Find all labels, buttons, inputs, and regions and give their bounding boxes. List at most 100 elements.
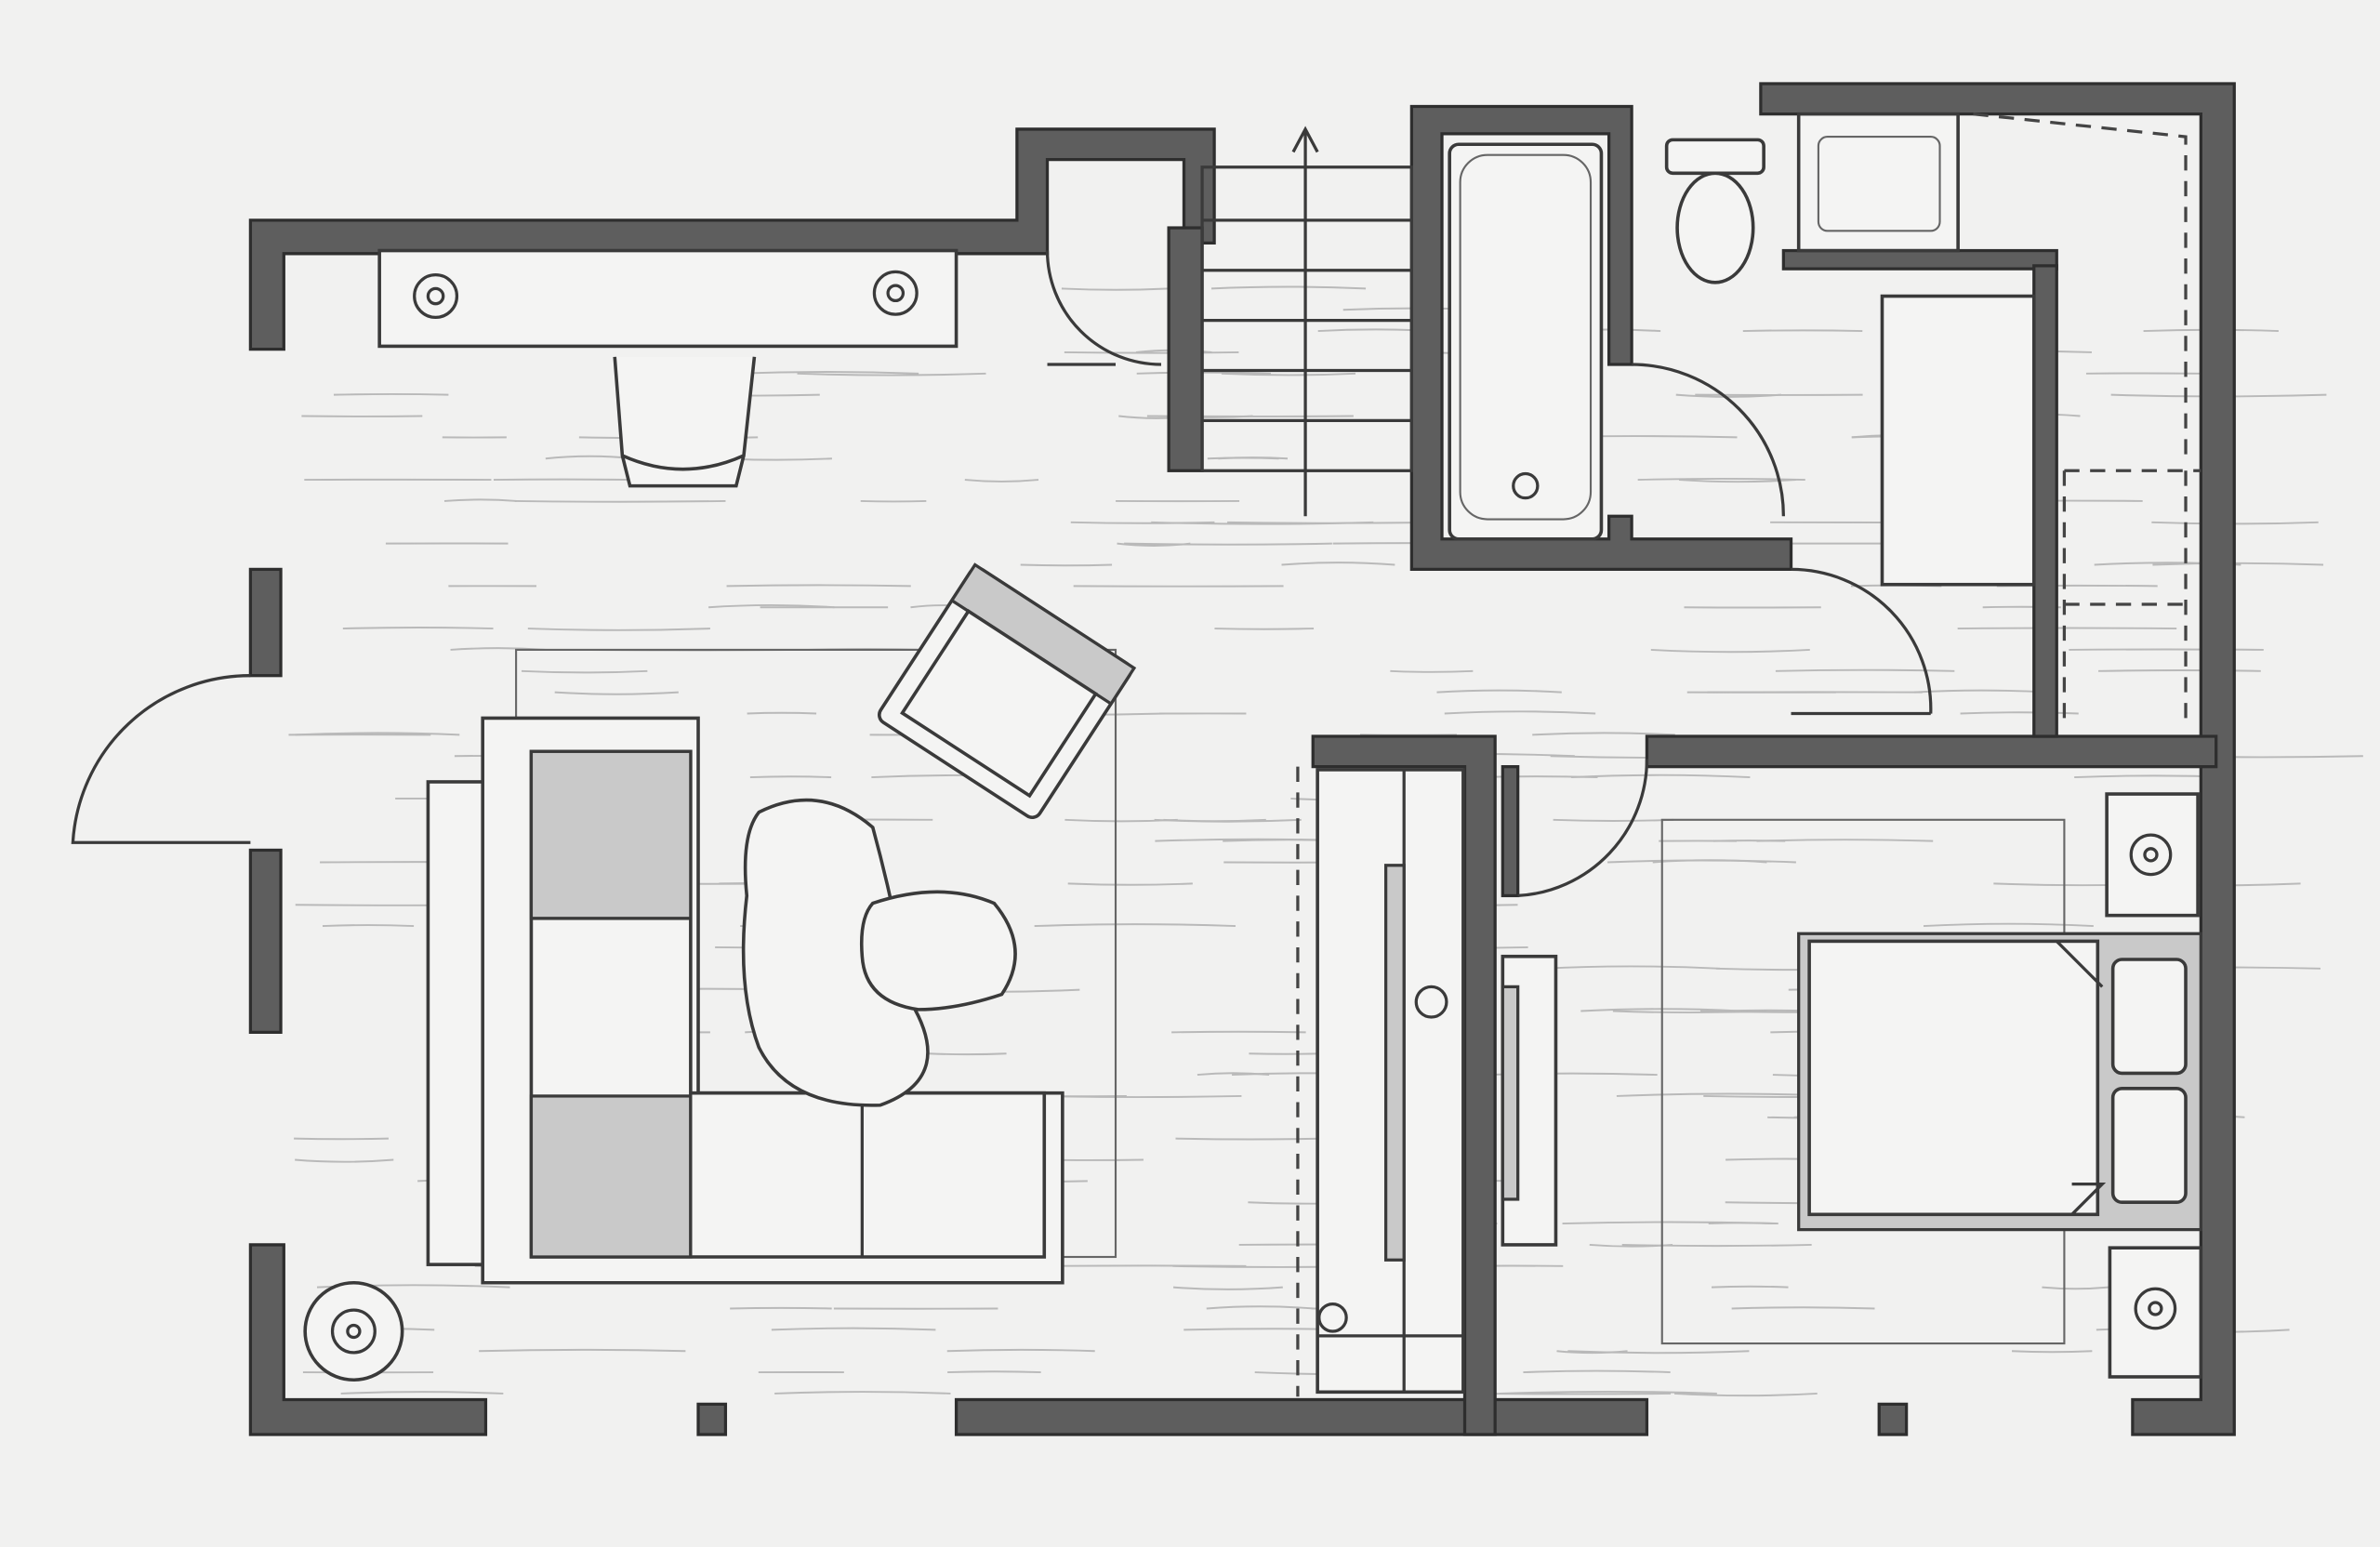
wood-grain-stroke <box>1163 818 1266 823</box>
wood-grain-stroke <box>730 1306 832 1310</box>
wood-grain-stroke <box>1678 479 1797 483</box>
interior-walls <box>1167 226 2218 1436</box>
wood-grain-stroke <box>295 1158 394 1163</box>
lamp-icon <box>413 273 459 320</box>
bathroom-door <box>1632 363 1785 517</box>
staircase <box>1200 126 1413 517</box>
wood-grain-stroke <box>1567 1350 1750 1355</box>
wood-grain-stroke <box>1499 1390 1717 1395</box>
coffee-table <box>741 798 930 1107</box>
wood-grain-stroke <box>1171 1030 1306 1034</box>
wood-grain-stroke <box>1034 923 1236 928</box>
wood-grain-stroke <box>1175 1137 1327 1141</box>
desk-chair <box>613 356 757 488</box>
wood-grain-stroke <box>774 1391 951 1395</box>
pillow <box>2110 958 2188 1076</box>
wood-grain-stroke <box>1214 628 1315 630</box>
doors <box>71 250 1933 898</box>
wood-grain-stroke <box>771 1327 936 1331</box>
wood-grain-stroke <box>295 732 460 736</box>
wood-grain-stroke <box>1206 1305 1315 1310</box>
wood-grain-stroke <box>1207 456 1279 460</box>
bathroom-fixtures <box>1448 112 1960 541</box>
closet-door <box>1791 567 1933 716</box>
wood-grain-stroke <box>322 924 415 928</box>
wood-grain-stroke <box>1172 1286 1283 1290</box>
wood-grain-stroke <box>1020 563 1113 567</box>
wood-grain-stroke <box>294 1137 389 1141</box>
bathtub-icon <box>1448 142 1604 541</box>
wood-grain-stroke <box>749 775 832 779</box>
wood-grain-stroke <box>708 603 835 609</box>
wood-grain-stroke <box>734 371 919 375</box>
wood-grain-stroke <box>2098 669 2261 672</box>
sink-icon <box>1796 112 1960 253</box>
wood-grain-stroke <box>1541 965 1720 970</box>
wood-grain-stroke <box>797 372 986 377</box>
wood-grain-stroke <box>521 669 648 674</box>
bedroom-door <box>1517 759 1649 898</box>
wood-grain-stroke <box>964 479 1039 483</box>
wood-grain-stroke <box>1064 350 1239 354</box>
lamp-icon <box>2134 1287 2177 1330</box>
wood-grain-stroke <box>947 1370 1041 1374</box>
wood-grain-stroke <box>340 1391 504 1395</box>
wood-grain-stroke <box>479 1348 686 1353</box>
wood-grain-stroke <box>1731 1306 1875 1310</box>
wood-grain-stroke <box>1553 818 1674 822</box>
wood-grain-stroke <box>928 1052 1007 1056</box>
wood-grain-stroke <box>1197 1072 1270 1077</box>
armchair <box>878 562 1137 820</box>
wood-grain-stroke <box>747 711 817 715</box>
wood-grain-stroke <box>1589 1243 1673 1248</box>
wood-grain-stroke <box>1249 1052 1323 1055</box>
wood-grain-stroke <box>1444 710 1596 715</box>
wood-grain-stroke <box>1637 477 1805 482</box>
nightstand <box>2105 792 2200 918</box>
wood-grain-stroke <box>1675 393 1782 398</box>
wood-grain-stroke <box>514 499 726 503</box>
wood-grain-stroke <box>1124 542 1332 546</box>
wood-grain-stroke <box>333 392 449 396</box>
lamp-icon <box>2129 833 2173 877</box>
wood-grain-stroke <box>1571 774 1751 779</box>
desk <box>377 248 959 349</box>
hall-storage <box>1296 766 1465 1397</box>
wood-grain-stroke <box>1281 562 1395 566</box>
wood-grain-stroke <box>1221 372 1356 377</box>
wood-grain-stroke <box>1923 922 2094 928</box>
toilet-icon <box>1664 138 1765 284</box>
wood-grain-stroke <box>1061 287 1170 291</box>
stair-door <box>1045 250 1161 366</box>
bed <box>1797 932 2202 1232</box>
living-room <box>303 562 1137 1382</box>
wood-grain-stroke <box>1712 840 1786 842</box>
entry-door <box>71 674 251 844</box>
wood-grain-stroke <box>1957 627 2177 630</box>
wood-grain-stroke <box>1650 648 1810 654</box>
wood-grain-stroke <box>1673 1392 1818 1397</box>
bathroom-walls <box>1409 104 1793 572</box>
wood-grain-stroke <box>2011 1350 2093 1354</box>
wood-grain-stroke <box>554 691 679 695</box>
wood-grain-stroke <box>2152 562 2324 566</box>
wood-grain-stroke <box>1607 859 1796 864</box>
wood-grain-stroke <box>1070 521 1215 524</box>
wood-grain-stroke <box>1775 668 1955 672</box>
wood-grain-stroke <box>726 584 911 588</box>
wood-grain-stroke <box>946 1348 1095 1353</box>
side-table <box>860 890 1017 1012</box>
lamp-icon <box>303 1280 404 1382</box>
desk-area <box>377 248 959 488</box>
wood-grain-stroke <box>1067 882 1193 886</box>
lamp-icon <box>872 270 919 316</box>
wood-grain-stroke <box>1390 669 1474 673</box>
wood-grain-stroke <box>1532 732 1675 736</box>
wood-grain-stroke <box>2042 1286 2109 1290</box>
wood-grain-stroke <box>1711 1285 1789 1289</box>
pillow <box>2110 1086 2188 1205</box>
bedroom <box>1501 792 2203 1379</box>
wood-grain-stroke <box>1621 1243 1812 1248</box>
wood-grain-stroke <box>1136 371 1271 375</box>
